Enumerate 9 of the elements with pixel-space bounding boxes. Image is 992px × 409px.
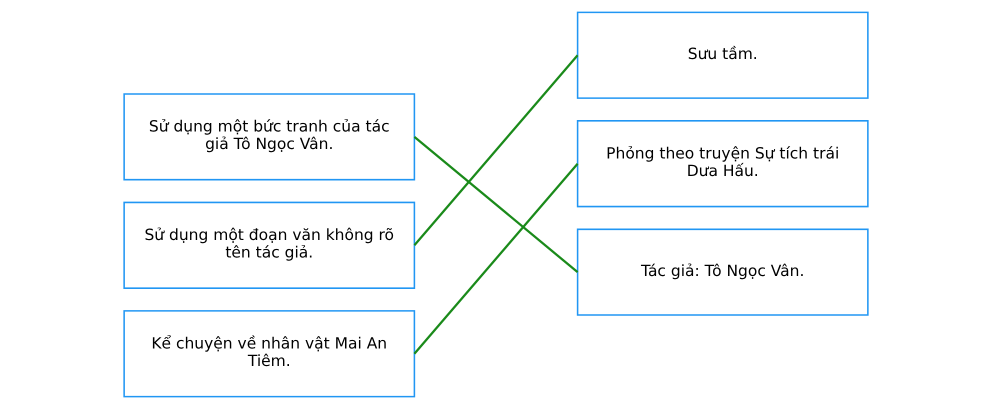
node-box: Phỏng theo truyện Sự tích trái Dưa Hấu.: [576, 120, 869, 208]
node-box: Tác giả: Tô Ngọc Vân.: [576, 228, 869, 316]
connector: [414, 54, 578, 246]
node-box: Kể chuyện về nhân vật Mai An Tiêm.: [123, 310, 416, 398]
node-box: Sưu tầm.: [576, 12, 869, 99]
node-box: Sử dụng một bức tranh của tác giả Tô Ngọc Vân.: [123, 93, 416, 180]
node-box: Sử dụng một đoạn văn không rõ tên tác giả.: [123, 202, 416, 289]
connector: [414, 136, 578, 274]
connector: [414, 162, 578, 354]
